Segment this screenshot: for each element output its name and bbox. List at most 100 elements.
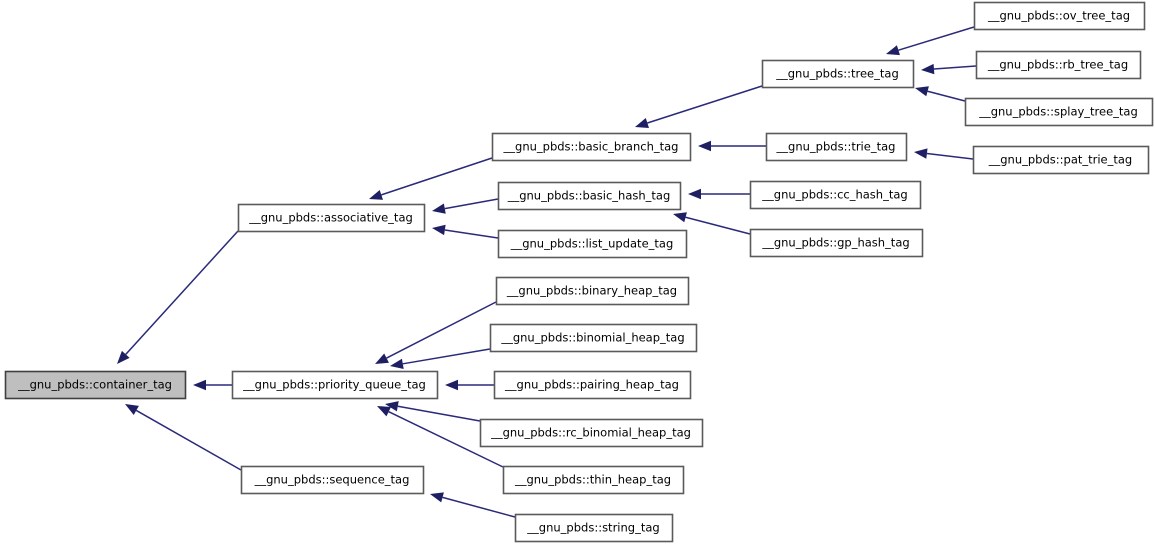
edge-line	[397, 405, 481, 422]
node-binary_heap_tag[interactable]: __gnu_pbds::binary_heap_tag	[495, 276, 690, 306]
edge-arrowhead	[377, 406, 391, 417]
edge-line	[402, 348, 491, 365]
nodes-layer: __gnu_pbds::container_tag __gnu_pbds::ass…	[4, 1, 1154, 543]
node-priority_queue_tag[interactable]: __gnu_pbds::priority_queue_tag	[231, 370, 439, 400]
edge-associative_tag-to-container_tag	[117, 230, 239, 364]
edge-line	[933, 65, 977, 70]
node-box[interactable]	[489, 323, 698, 353]
node-rc_binomial_heap_tag[interactable]: __gnu_pbds::rc_binomial_heap_tag	[479, 418, 704, 448]
edge-binomial_heap_tag-to-priority_queue_tag	[390, 348, 491, 369]
edge-line	[381, 157, 493, 196]
edge-arrowhead	[698, 140, 711, 152]
edge-line	[647, 85, 763, 124]
node-cc_hash_tag[interactable]: __gnu_pbds::cc_hash_tag	[749, 180, 922, 210]
edge-arrowhead	[915, 86, 929, 97]
edge-sequence_tag-to-container_tag	[125, 404, 242, 471]
node-basic_hash_tag[interactable]: __gnu_pbds::basic_hash_tag	[497, 181, 682, 211]
node-string_tag[interactable]: __gnu_pbds::string_tag	[514, 513, 674, 543]
edge-line	[444, 198, 499, 210]
edge-arrowhead	[914, 148, 928, 159]
edge-gp_hash_tag-to-basic_hash_tag	[673, 212, 751, 235]
node-box[interactable]	[502, 465, 685, 495]
node-splay_tree_tag[interactable]: __gnu_pbds::splay_tree_tag	[964, 97, 1154, 127]
node-box[interactable]	[479, 418, 704, 448]
edge-arrowhead	[886, 45, 900, 56]
node-box[interactable]	[761, 59, 915, 89]
edge-line	[386, 301, 497, 359]
edge-cc_hash_tag-to-basic_hash_tag	[688, 188, 750, 200]
edge-line	[926, 152, 974, 160]
node-pairing_heap_tag[interactable]: __gnu_pbds::pairing_heap_tag	[493, 370, 692, 400]
edge-arrowhead	[375, 353, 389, 364]
node-box[interactable]	[497, 229, 688, 259]
edge-splay_tree_tag-to-tree_tag	[915, 86, 966, 102]
node-trie_tag[interactable]: __gnu_pbds::trie_tag	[765, 132, 908, 162]
edge-arrowhead	[430, 492, 444, 503]
edge-string_tag-to-sequence_tag	[430, 492, 516, 518]
edge-arrowhead	[125, 404, 139, 415]
edge-arrowhead	[390, 358, 404, 369]
node-box[interactable]	[972, 145, 1150, 175]
edge-arrowhead	[921, 63, 935, 75]
edge-arrowhead	[369, 189, 383, 200]
edge-ov_tree_tag-to-tree_tag	[886, 26, 975, 56]
edge-line	[388, 410, 504, 468]
node-pat_trie_tag[interactable]: __gnu_pbds::pat_trie_tag	[972, 145, 1150, 175]
edge-tree_tag-to-basic_branch_tag	[635, 85, 763, 128]
edge-list_update_tag-to-associative_tag	[432, 224, 499, 239]
node-box[interactable]	[749, 180, 922, 210]
edge-basic_hash_tag-to-associative_tag	[432, 198, 499, 214]
node-associative_tag[interactable]: __gnu_pbds::associative_tag	[237, 203, 426, 233]
edge-line	[898, 26, 975, 51]
node-box[interactable]	[491, 132, 692, 162]
node-box[interactable]	[240, 465, 425, 495]
node-box[interactable]	[497, 181, 682, 211]
edge-rb_tree_tag-to-tree_tag	[921, 63, 977, 75]
node-gp_hash_tag[interactable]: __gnu_pbds::gp_hash_tag	[749, 228, 924, 258]
edge-line	[125, 230, 239, 355]
edge-line	[927, 90, 966, 102]
node-container_tag[interactable]: __gnu_pbds::container_tag	[4, 370, 187, 400]
edge-line	[685, 216, 751, 235]
edge-rc_binomial_heap_tag-to-priority_queue_tag	[385, 401, 481, 422]
node-box[interactable]	[231, 370, 439, 400]
edge-arrowhead	[432, 224, 446, 236]
edge-priority_queue_tag-to-container_tag	[193, 379, 232, 391]
node-box[interactable]	[514, 513, 674, 543]
edge-arrowhead	[117, 350, 130, 364]
node-sequence_tag[interactable]: __gnu_pbds::sequence_tag	[240, 465, 425, 495]
node-ov_tree_tag[interactable]: __gnu_pbds::ov_tree_tag	[973, 1, 1146, 31]
node-binomial_heap_tag[interactable]: __gnu_pbds::binomial_heap_tag	[489, 323, 698, 353]
node-box[interactable]	[237, 203, 426, 233]
node-box[interactable]	[964, 97, 1154, 127]
node-box[interactable]	[975, 50, 1142, 80]
edge-arrowhead	[445, 379, 458, 391]
edge-binary_heap_tag-to-priority_queue_tag	[375, 301, 497, 364]
node-box[interactable]	[765, 132, 908, 162]
node-box[interactable]	[749, 228, 924, 258]
edge-basic_branch_tag-to-associative_tag	[369, 157, 493, 200]
edge-line	[444, 229, 499, 239]
edges-layer	[117, 26, 977, 518]
edge-arrowhead	[688, 188, 701, 200]
edge-arrowhead	[673, 212, 687, 223]
edge-pat_trie_tag-to-trie_tag	[914, 148, 974, 160]
edge-line	[442, 496, 516, 518]
node-tree_tag[interactable]: __gnu_pbds::tree_tag	[761, 59, 915, 89]
node-rb_tree_tag[interactable]: __gnu_pbds::rb_tree_tag	[975, 50, 1142, 80]
edge-thin_heap_tag-to-priority_queue_tag	[377, 406, 504, 468]
node-box[interactable]	[4, 370, 187, 400]
edge-pairing_heap_tag-to-priority_queue_tag	[445, 379, 494, 391]
node-box[interactable]	[973, 1, 1146, 31]
edge-arrowhead	[193, 379, 206, 391]
edge-line	[135, 409, 242, 471]
node-box[interactable]	[495, 276, 690, 306]
node-basic_branch_tag[interactable]: __gnu_pbds::basic_branch_tag	[491, 132, 692, 162]
node-thin_heap_tag[interactable]: __gnu_pbds::thin_heap_tag	[502, 465, 685, 495]
node-box[interactable]	[493, 370, 692, 400]
node-list_update_tag[interactable]: __gnu_pbds::list_update_tag	[497, 229, 688, 259]
edge-arrowhead	[385, 401, 399, 412]
edge-trie_tag-to-basic_branch_tag	[698, 140, 766, 152]
